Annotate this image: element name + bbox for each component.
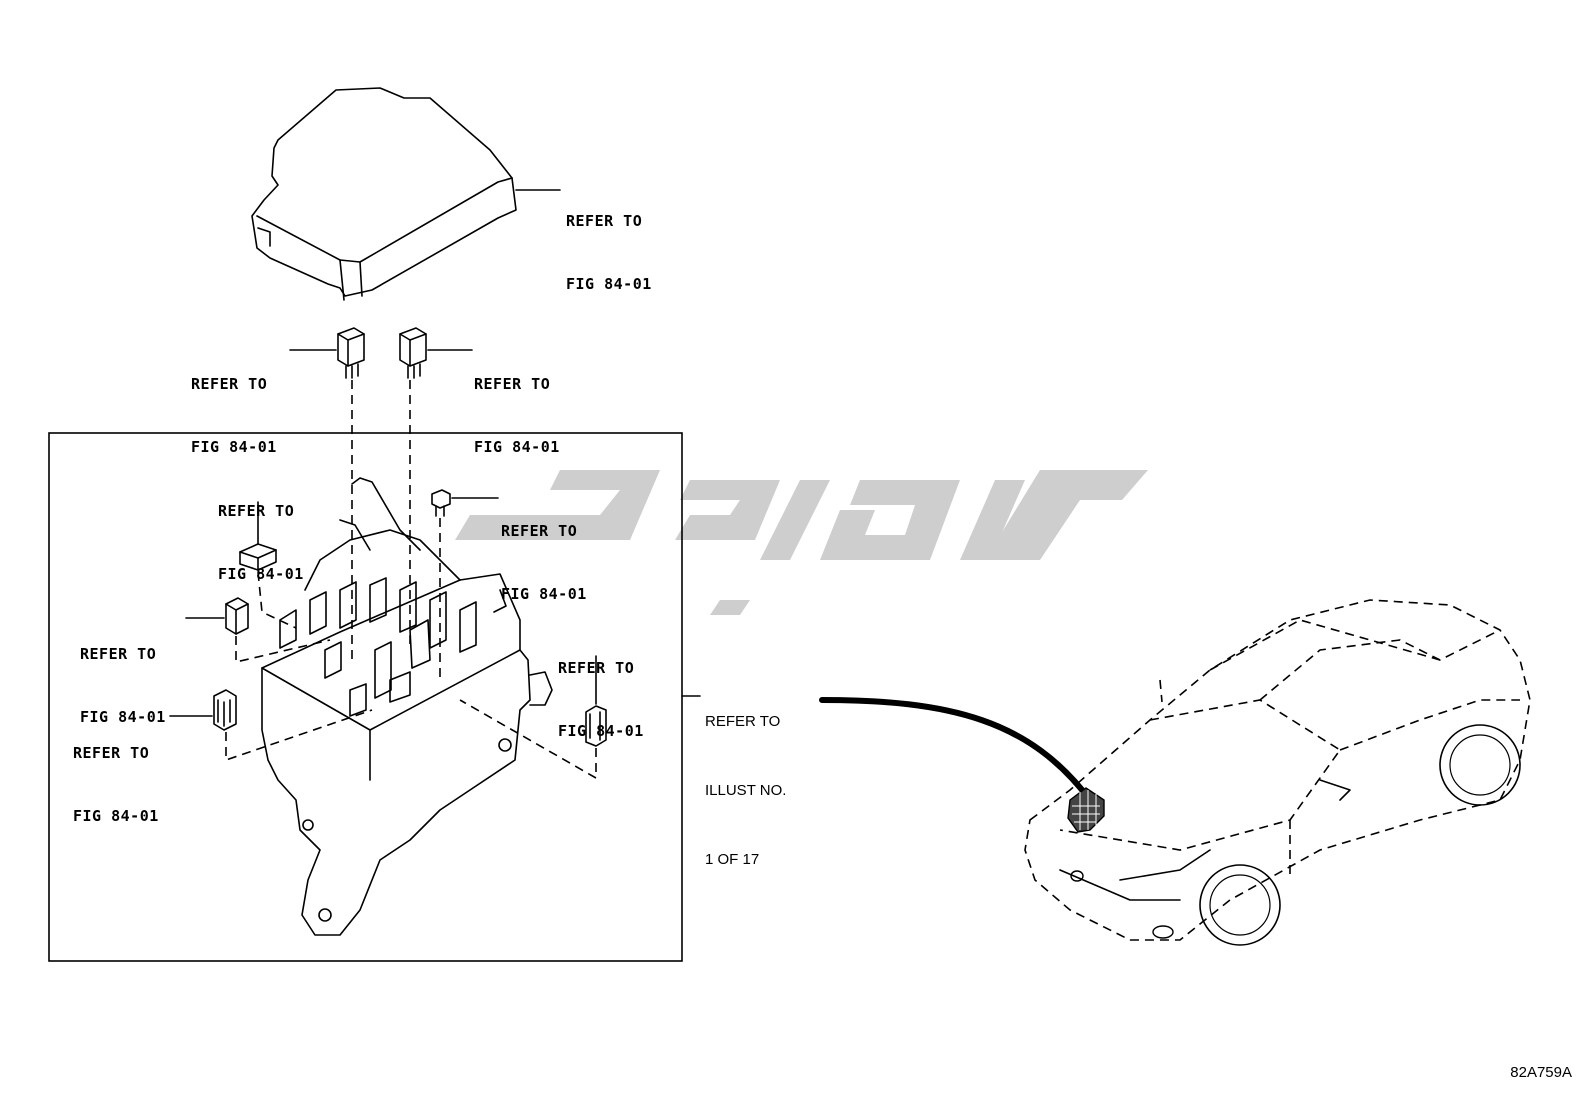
callout-small-relay-1: REFER TO FIG 84-01 [218,459,304,606]
callout-line2: FIG 84-01 [474,438,560,456]
callout-line2: FIG 84-01 [191,438,277,456]
small-relay-3 [169,689,237,731]
callout-line1: REFER TO [566,212,643,230]
callout-small-fuse-right: REFER TO FIG 84-01 [558,616,644,763]
small-relay-2 [185,597,249,635]
callout-line1: REFER TO [73,744,150,762]
callout-line1: REFER TO [558,659,635,677]
callout-small-relay-3: REFER TO FIG 84-01 [73,701,159,848]
callout-line1: REFER TO [474,375,551,393]
callout-line1: REFER TO [80,645,157,663]
callout-line2: FIG 84-01 [73,807,159,825]
callout-line2: FIG 84-01 [80,708,166,726]
callout-relay-left: REFER TO FIG 84-01 [191,332,277,479]
watermark-logo [455,470,1148,615]
callout-line1: REFER TO [501,522,578,540]
relay-box-cover [251,87,561,301]
callout-small-relay-2: REFER TO FIG 84-01 [80,602,166,749]
detail-frame [48,432,683,962]
callout-small-fuse: REFER TO FIG 84-01 [501,479,587,626]
relay-block-location-hatch [1067,787,1105,833]
relay-right [399,327,473,379]
relay-block [261,477,553,936]
illust-line2: ILLUST NO. [705,782,787,799]
callout-line1: REFER TO [191,375,268,393]
small-fuse [431,489,499,517]
diagram-code: 82A759A [1510,1064,1572,1081]
callout-relay-right: REFER TO FIG 84-01 [474,332,560,479]
small-fuse-right [585,655,607,747]
illust-line1: REFER TO [705,713,781,730]
callout-illust: REFER TO ILLUST NO. 1 OF 17 [705,664,786,894]
callout-line2: FIG 84-01 [566,275,652,293]
callout-line2: FIG 84-01 [558,722,644,740]
callout-line2: FIG 84-01 [501,585,587,603]
car-outline [1024,599,1531,946]
relay-left [289,327,365,379]
illust-line3: 1 OF 17 [705,851,760,868]
callout-line1: REFER TO [218,502,295,520]
small-relay-1 [239,501,277,571]
callout-cover: REFER TO FIG 84-01 [566,169,652,316]
callout-line2: FIG 84-01 [218,565,304,583]
